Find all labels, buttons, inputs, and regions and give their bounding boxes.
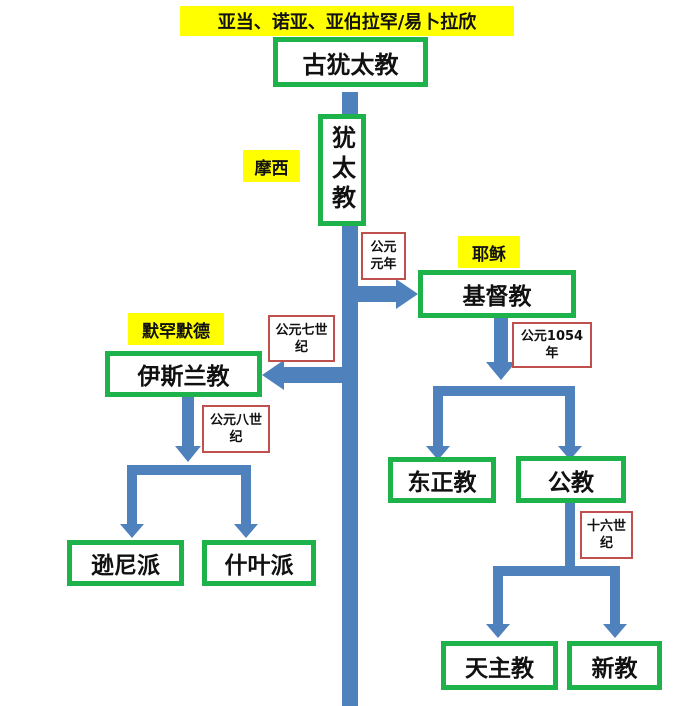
arrow-catholic-down (565, 502, 575, 568)
node-protestant: 新教 (567, 641, 662, 690)
branch-bar-catholic (493, 566, 620, 576)
node-islam: 伊斯兰教 (105, 351, 262, 397)
arrow-to-protestant (603, 566, 627, 638)
arrow-to-christianity (358, 286, 396, 302)
node-sunni: 逊尼派 (67, 540, 184, 586)
main-trunk-line (342, 92, 358, 706)
arrow-to-roman-catholic (486, 566, 510, 638)
arrow-islam-down (175, 397, 201, 462)
arrow-to-shia (234, 465, 258, 538)
top-ancestors-tag: 亚当、诺亚、亚伯拉罕/易卜拉欣 (180, 6, 514, 36)
date-ad1054: 公元1054年 (512, 322, 592, 368)
node-shia: 什叶派 (202, 540, 316, 586)
arrow-to-sunni (120, 465, 144, 538)
arrow-to-islam (284, 367, 342, 383)
tag-jesus: 耶稣 (458, 236, 520, 268)
branch-bar-christianity (433, 386, 575, 396)
node-catholic: 公教 (516, 456, 626, 503)
node-orthodox: 东正教 (388, 457, 496, 503)
branch-bar-islam (127, 465, 251, 475)
tag-moses: 摩西 (243, 150, 300, 182)
tag-muhammad: 默罕默德 (128, 313, 224, 345)
arrow-to-christianity-head (396, 279, 418, 309)
arrow-to-catholic (558, 386, 582, 460)
arrow-christianity-down (486, 316, 516, 380)
node-ancient-judaism: 古犹太教 (273, 37, 428, 87)
node-christianity: 基督教 (418, 270, 576, 318)
node-roman-catholic: 天主教 (441, 641, 558, 690)
arrow-to-orthodox (426, 386, 450, 460)
date-ad1: 公元元年 (361, 232, 406, 280)
date-c16: 十六世纪 (580, 511, 633, 559)
arrow-to-islam-head (262, 360, 284, 390)
date-c8: 公元八世纪 (202, 405, 270, 453)
date-c7: 公元七世纪 (268, 315, 335, 362)
node-judaism: 犹太教 (318, 114, 366, 226)
